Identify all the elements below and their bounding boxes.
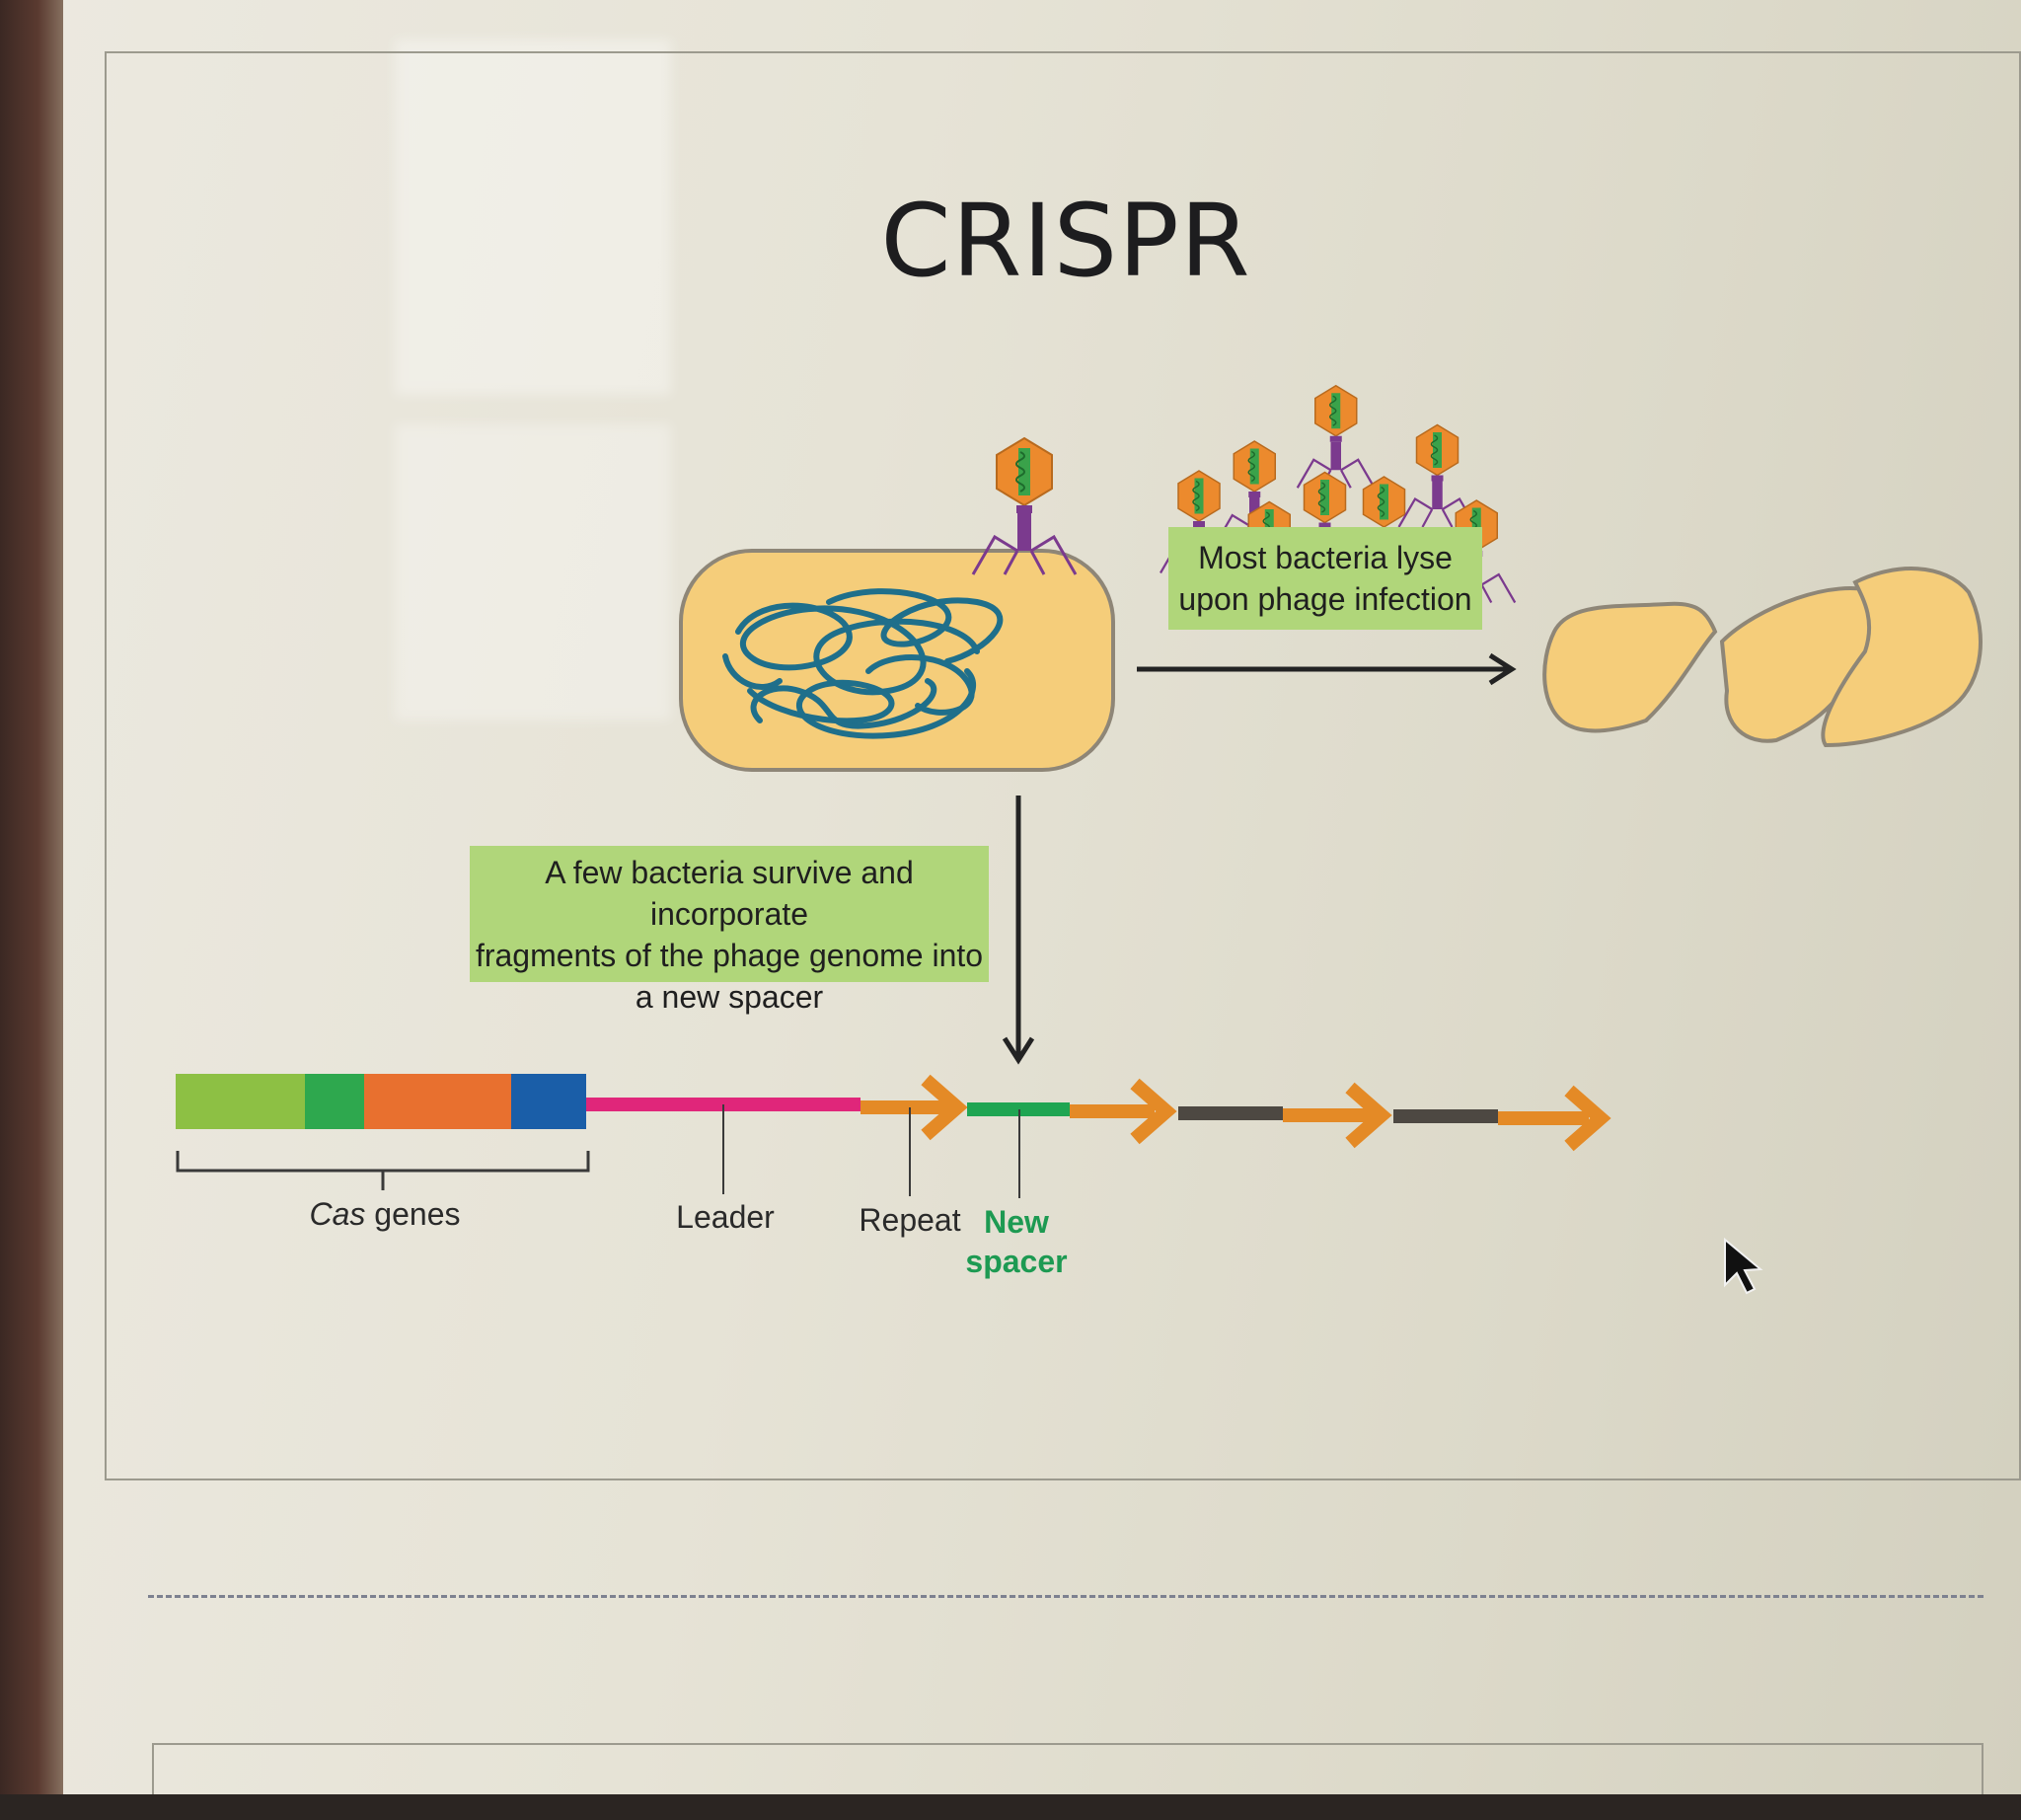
cas-rest: genes [365, 1196, 461, 1232]
repeat-label: Repeat [859, 1202, 961, 1238]
lysis-callout: Most bacteria lyse upon phage infection [1168, 527, 1482, 630]
monitor-bezel-left [0, 0, 63, 1820]
cas-genes-bar [176, 1074, 586, 1129]
slide-frame [105, 51, 2021, 1480]
bacterial-dna [722, 588, 1004, 739]
callout-line: upon phage infection [1178, 581, 1472, 617]
next-slide-frame [152, 1743, 1984, 1802]
mouse-cursor-icon [1724, 1237, 1763, 1295]
new-spacer-line: New [984, 1204, 1049, 1240]
callout-line: fragments of the phage genome into [475, 938, 984, 973]
screen-glare-lower [395, 424, 671, 720]
dashed-divider [148, 1595, 1984, 1598]
callout-line: a new spacer [635, 979, 824, 1015]
cas-bracket [176, 1151, 590, 1190]
repeat-chevron [921, 1074, 968, 1141]
new-spacer-label: New spacer [947, 1202, 1085, 1281]
repeat-chevron [1564, 1085, 1611, 1152]
new-spacer-line: spacer [965, 1244, 1068, 1279]
leader-label: Leader [676, 1199, 775, 1235]
screen-glare [395, 39, 671, 395]
lysed-bacterium [1542, 567, 1983, 748]
repeat-chevron [1345, 1082, 1392, 1149]
survival-callout: A few bacteria survive and incorporate f… [470, 846, 989, 1015]
cas-genes-label: Cas genes [286, 1196, 484, 1233]
cas-italic: Cas [309, 1196, 366, 1232]
callout-line: Most bacteria lyse [1198, 540, 1453, 575]
phage-icon [1296, 384, 1376, 490]
arrow-down-icon [1002, 796, 1035, 1065]
arrow-right-icon [1137, 652, 1517, 686]
page-title: CRISPR [880, 183, 1251, 300]
callout-line: A few bacteria survive and incorporate [545, 855, 914, 932]
repeat-chevron [1130, 1078, 1177, 1145]
monitor-bezel-bottom [0, 1794, 2021, 1820]
